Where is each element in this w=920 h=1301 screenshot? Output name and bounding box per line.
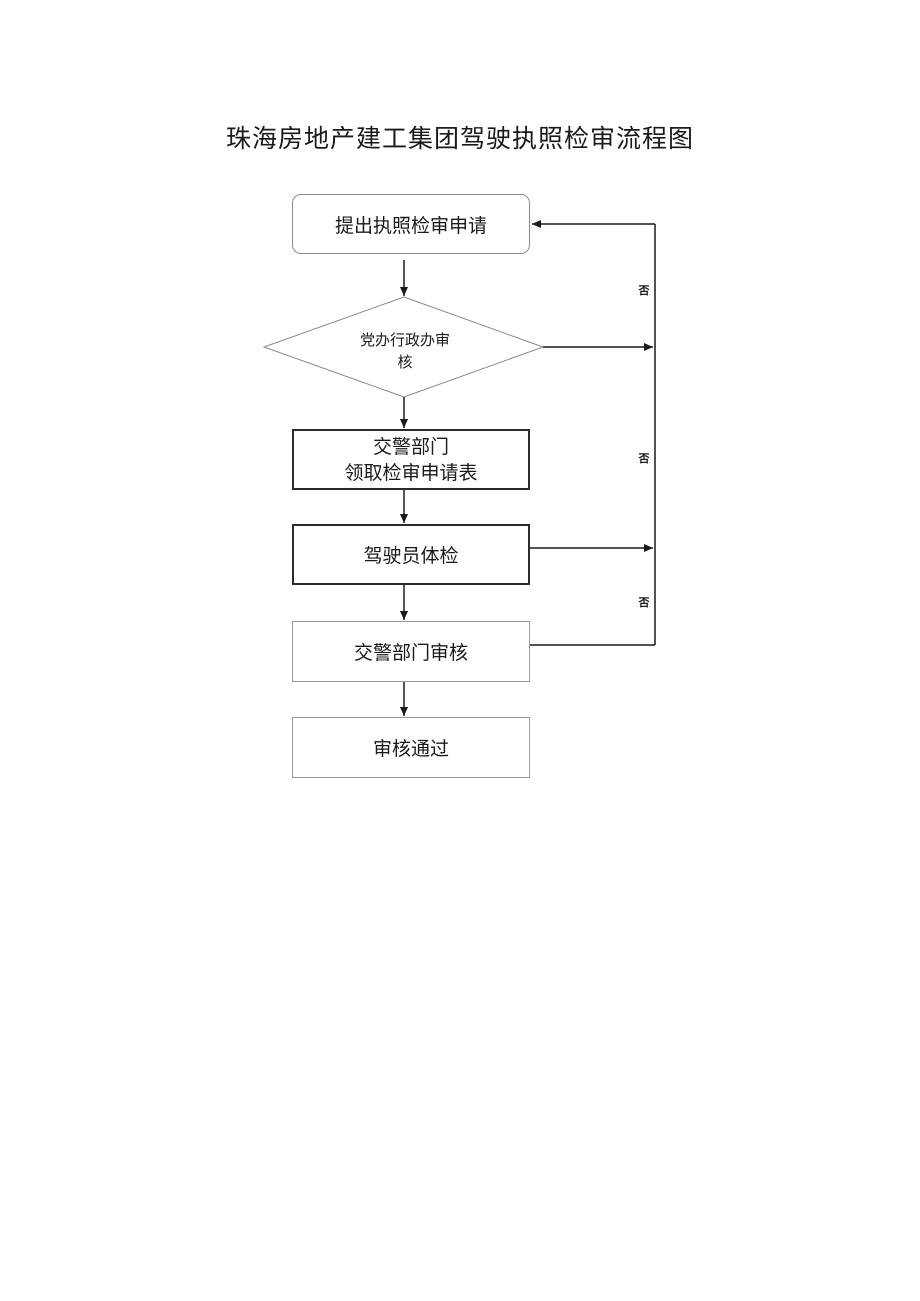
- node-driver-medical-exam-label: 驾驶员体检: [363, 545, 459, 567]
- decision-label-line2: 核: [397, 353, 413, 371]
- node-apply-label: 提出执照检审申请: [334, 214, 487, 237]
- node-traffic-dept-review: 交警部门审核: [292, 621, 530, 682]
- branch-label-no-1: 否: [638, 284, 650, 297]
- node-traffic-dept-form: 交警部门 领取检审申请表: [292, 429, 530, 490]
- decision-party-office-review-label: 党办行政办审 核: [330, 329, 480, 373]
- node-driver-medical-exam: 驾驶员体检: [292, 524, 530, 585]
- node-traffic-dept-review-label: 交警部门审核: [353, 642, 468, 664]
- node-apply: 提出执照检审申请: [292, 194, 530, 254]
- page-title: 珠海房地产建工集团驾驶执照检审流程图: [225, 124, 694, 153]
- node-review-passed: 审核通过: [292, 717, 530, 778]
- node-traffic-dept-form-line2: 领取检审申请表: [344, 461, 478, 484]
- node-review-passed-label: 审核通过: [372, 738, 449, 760]
- node-traffic-dept-form-line1: 交警部门: [372, 435, 449, 458]
- branch-label-no-2: 否: [638, 452, 650, 465]
- branch-label-no-3: 否: [638, 596, 650, 609]
- decision-label-line1: 党办行政办审: [359, 331, 450, 349]
